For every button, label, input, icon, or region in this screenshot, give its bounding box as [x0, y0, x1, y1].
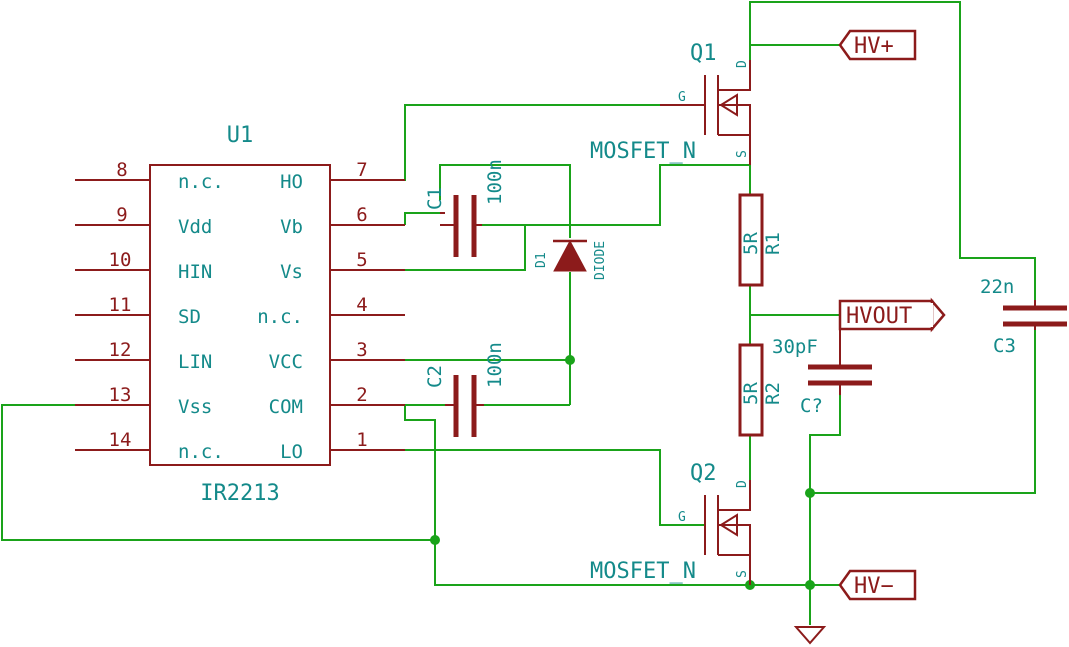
wire-cout: [809, 395, 841, 625]
r2-value: 5R: [740, 382, 762, 405]
resistor-body: [738, 343, 764, 437]
resistor-body: [738, 193, 764, 287]
d1-value: DIODE: [593, 241, 608, 280]
c2-value: 100n: [484, 342, 506, 388]
c3-ref: C3: [993, 335, 1016, 357]
pin-name: Vs: [280, 261, 303, 283]
q2-pin-g: G: [678, 510, 686, 525]
q2-pin-d: D: [735, 480, 750, 488]
resistor-r1[interactable]: 5R R1: [738, 193, 784, 287]
ic-u1[interactable]: U1 IR2213 8 9 10 11 12 13 14 n.c. Vdd HI…: [75, 123, 405, 506]
hv-minus-text: HV−: [854, 574, 894, 599]
capacitor-c3[interactable]: 22n C3: [980, 276, 1067, 357]
pin-number: 9: [116, 204, 127, 226]
q2-ref: Q2: [690, 461, 717, 486]
pin-name: n.c.: [178, 171, 224, 193]
junction-dot: [805, 580, 815, 590]
ic-ref: U1: [227, 123, 254, 148]
pin-number: 10: [109, 249, 132, 271]
c1-value: 100n: [484, 159, 506, 205]
q2-pin-s: S: [735, 570, 750, 578]
d1-ref: D1: [534, 252, 549, 268]
mosfet-arrow: [719, 93, 738, 117]
capacitor-c2[interactable]: C2 100n: [424, 342, 506, 437]
c1-ref: C1: [424, 187, 446, 210]
net-label-hvout[interactable]: HVOUT: [838, 297, 946, 333]
q1-value: MOSFET_N: [590, 139, 696, 164]
pin-number: 2: [356, 384, 367, 406]
resistor-r2[interactable]: 5R R2: [738, 343, 784, 437]
diode-triangle: [553, 239, 587, 272]
pin-number: 1: [356, 429, 367, 451]
ic-value: IR2213: [200, 481, 279, 506]
wire-vss: [1, 404, 435, 541]
pin-number: 14: [109, 429, 132, 451]
pin-name: Vb: [280, 216, 303, 238]
diode-d1[interactable]: D1 DIODE: [534, 239, 608, 280]
wire-c1-diode: [439, 164, 571, 238]
wire-vb-c1: [404, 212, 440, 225]
pin-name: COM: [269, 396, 303, 418]
r1-ref: R1: [762, 232, 784, 255]
pin-name: LIN: [178, 351, 212, 373]
pin-name: SD: [178, 306, 201, 328]
capacitor-c1[interactable]: C1 100n: [424, 159, 506, 257]
c-out-value: 30pF: [772, 336, 818, 358]
junction-dot: [430, 535, 440, 545]
pin-number: 8: [116, 159, 127, 181]
junction-dot: [565, 355, 575, 365]
pin-name: n.c.: [178, 441, 224, 463]
r1-value: 5R: [740, 232, 762, 255]
pin-number: 13: [109, 384, 132, 406]
r2-ref: R2: [762, 382, 784, 405]
mosfet-arrow: [719, 513, 738, 537]
ic-body: [149, 164, 331, 466]
wire-vs-source: [480, 164, 751, 226]
q2-value: MOSFET_N: [590, 559, 696, 584]
pin-name: HIN: [178, 261, 212, 283]
wire-lo-gate: [330, 449, 705, 526]
pin-name: HO: [280, 171, 303, 193]
pin-number: 3: [356, 339, 367, 361]
wire-c3-top: [749, 1, 1036, 300]
pin-number: 4: [356, 294, 367, 316]
c-out-ref: C?: [800, 395, 823, 417]
pin-number: 12: [109, 339, 132, 361]
mosfet-q2[interactable]: Q2 MOSFET_N G D S: [590, 461, 751, 585]
c2-ref: C2: [424, 365, 446, 388]
junction-dot: [805, 488, 815, 498]
net-label-hv-plus[interactable]: HV+: [838, 29, 917, 61]
wire-com: [404, 405, 750, 586]
wire-hv-plus: [749, 44, 840, 75]
c3-value: 22n: [980, 276, 1014, 298]
pin-name: n.c.: [257, 306, 303, 328]
pin-number: 6: [356, 204, 367, 226]
pin-name: Vss: [178, 396, 212, 418]
pin-number: 5: [356, 249, 367, 271]
wire-c3-bottom: [810, 330, 1036, 494]
pin-name: Vdd: [178, 216, 212, 238]
junctions: [430, 355, 815, 590]
q1-pin-s: S: [735, 150, 750, 158]
q1-ref: Q1: [690, 41, 717, 66]
pin-name: VCC: [269, 351, 303, 373]
q1-pin-d: D: [735, 60, 750, 68]
pin-name: LO: [280, 441, 303, 463]
hvout-text: HVOUT: [846, 304, 912, 329]
ground-icon: [793, 626, 827, 645]
q1-pin-g: G: [678, 90, 686, 105]
pin-number: 7: [356, 159, 367, 181]
pin-number: 11: [109, 294, 132, 316]
net-label-hv-minus[interactable]: HV−: [838, 569, 917, 601]
hv-plus-text: HV+: [854, 34, 894, 59]
capacitor-c-out[interactable]: 30pF C?: [772, 330, 872, 417]
mosfet-q1[interactable]: Q1 MOSFET_N G D S: [590, 41, 751, 165]
